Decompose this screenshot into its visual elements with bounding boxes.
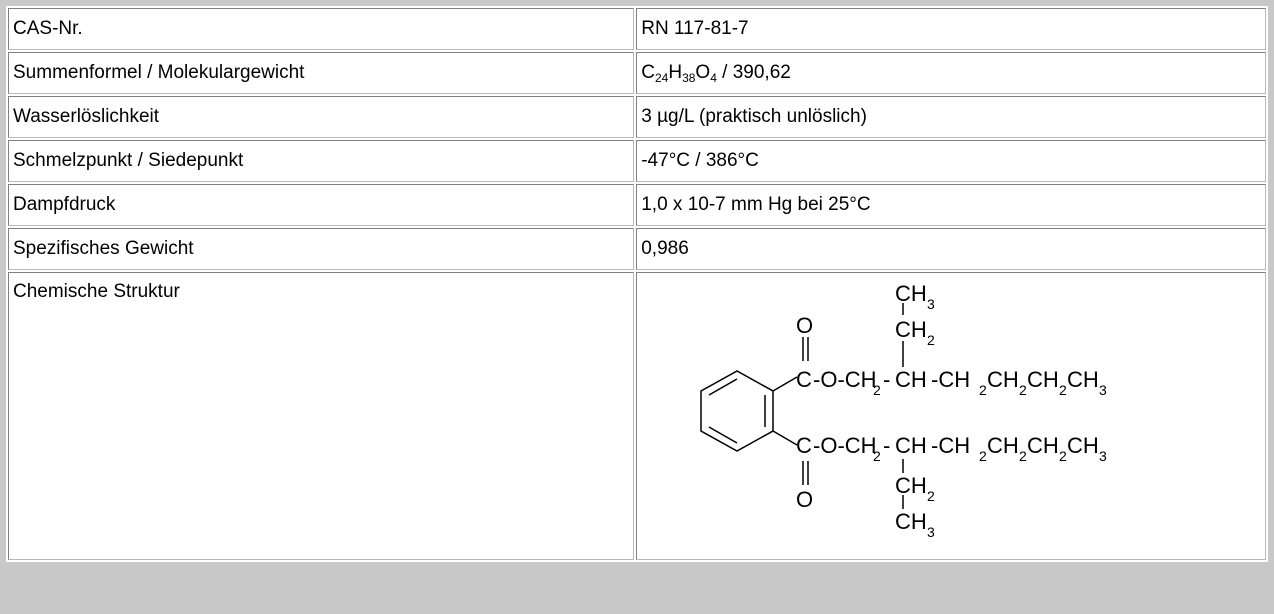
- svg-text:2: 2: [1019, 448, 1027, 464]
- properties-table: CAS-Nr. RN 117-81-7 Summenformel / Molek…: [6, 6, 1268, 562]
- svg-text:CH: CH: [987, 433, 1019, 458]
- table-row: Wasserlöslichkeit 3 µg/L (praktisch unlö…: [8, 96, 1266, 138]
- label-vapor-pressure: Dampfdruck: [8, 184, 635, 226]
- value-cas: RN 117-81-7: [636, 8, 1266, 50]
- carbonyl-carbon-top: C: [796, 367, 812, 392]
- svg-text:CH: CH: [987, 367, 1019, 392]
- svg-text:3: 3: [927, 524, 935, 540]
- carbonyl-oxygen-bottom: O: [796, 487, 813, 512]
- carbonyl-carbon-bottom: C: [796, 433, 812, 458]
- svg-text:2: 2: [979, 448, 987, 464]
- svg-text:-CH: -CH: [931, 367, 970, 392]
- svg-text:3: 3: [1099, 448, 1107, 464]
- value-melting-boiling: -47°C / 386°C: [636, 140, 1266, 182]
- svg-text:-: -: [883, 367, 890, 392]
- structure-cell: O C -O-CH 2 - CH -CH 2 CH 2 CH 2 CH 3 CH…: [636, 272, 1266, 560]
- label-structure: Chemische Struktur: [8, 272, 635, 560]
- svg-text:CH: CH: [1067, 367, 1099, 392]
- table-row: Spezifisches Gewicht 0,986: [8, 228, 1266, 270]
- svg-text:CH: CH: [895, 433, 927, 458]
- value-specific-gravity: 0,986: [636, 228, 1266, 270]
- svg-text:2: 2: [873, 448, 881, 464]
- label-cas: CAS-Nr.: [8, 8, 635, 50]
- svg-text:CH: CH: [1067, 433, 1099, 458]
- value-formula: C24H38O4 / 390,62: [636, 52, 1266, 94]
- svg-text:CH: CH: [895, 317, 927, 342]
- svg-text:CH: CH: [895, 367, 927, 392]
- svg-text:2: 2: [1059, 382, 1067, 398]
- table-row: Chemische Struktur O C -O-CH: [8, 272, 1266, 560]
- label-melting-boiling: Schmelzpunkt / Siedepunkt: [8, 140, 635, 182]
- svg-text:3: 3: [1099, 382, 1107, 398]
- value-vapor-pressure: 1,0 x 10-7 mm Hg bei 25°C: [636, 184, 1266, 226]
- table-row: Summenformel / Molekulargewicht C24H38O4…: [8, 52, 1266, 94]
- svg-text:-: -: [883, 433, 890, 458]
- carbonyl-oxygen-top: O: [796, 313, 813, 338]
- chemical-structure-diagram: O C -O-CH 2 - CH -CH 2 CH 2 CH 2 CH 3 CH…: [700, 281, 1107, 540]
- value-solubility: 3 µg/L (praktisch unlöslich): [636, 96, 1266, 138]
- svg-text:-O-CH: -O-CH: [813, 433, 877, 458]
- svg-text:3: 3: [927, 296, 935, 312]
- svg-text:2: 2: [1059, 448, 1067, 464]
- table-row: Schmelzpunkt / Siedepunkt -47°C / 386°C: [8, 140, 1266, 182]
- table-row: CAS-Nr. RN 117-81-7: [8, 8, 1266, 50]
- svg-text:2: 2: [979, 382, 987, 398]
- svg-text:CH: CH: [895, 473, 927, 498]
- svg-text:2: 2: [927, 488, 935, 504]
- svg-text:CH: CH: [895, 509, 927, 534]
- label-solubility: Wasserlöslichkeit: [8, 96, 635, 138]
- svg-text:2: 2: [927, 332, 935, 348]
- label-specific-gravity: Spezifisches Gewicht: [8, 228, 635, 270]
- label-formula: Summenformel / Molekulargewicht: [8, 52, 635, 94]
- svg-text:CH: CH: [1027, 433, 1059, 458]
- svg-text:CH: CH: [1027, 367, 1059, 392]
- svg-text:2: 2: [873, 382, 881, 398]
- benzene-ring: [700, 370, 774, 452]
- svg-text:CH: CH: [895, 281, 927, 306]
- svg-text:2: 2: [1019, 382, 1027, 398]
- table-row: Dampfdruck 1,0 x 10-7 mm Hg bei 25°C: [8, 184, 1266, 226]
- svg-text:-CH: -CH: [931, 433, 970, 458]
- svg-text:-O-CH: -O-CH: [813, 367, 877, 392]
